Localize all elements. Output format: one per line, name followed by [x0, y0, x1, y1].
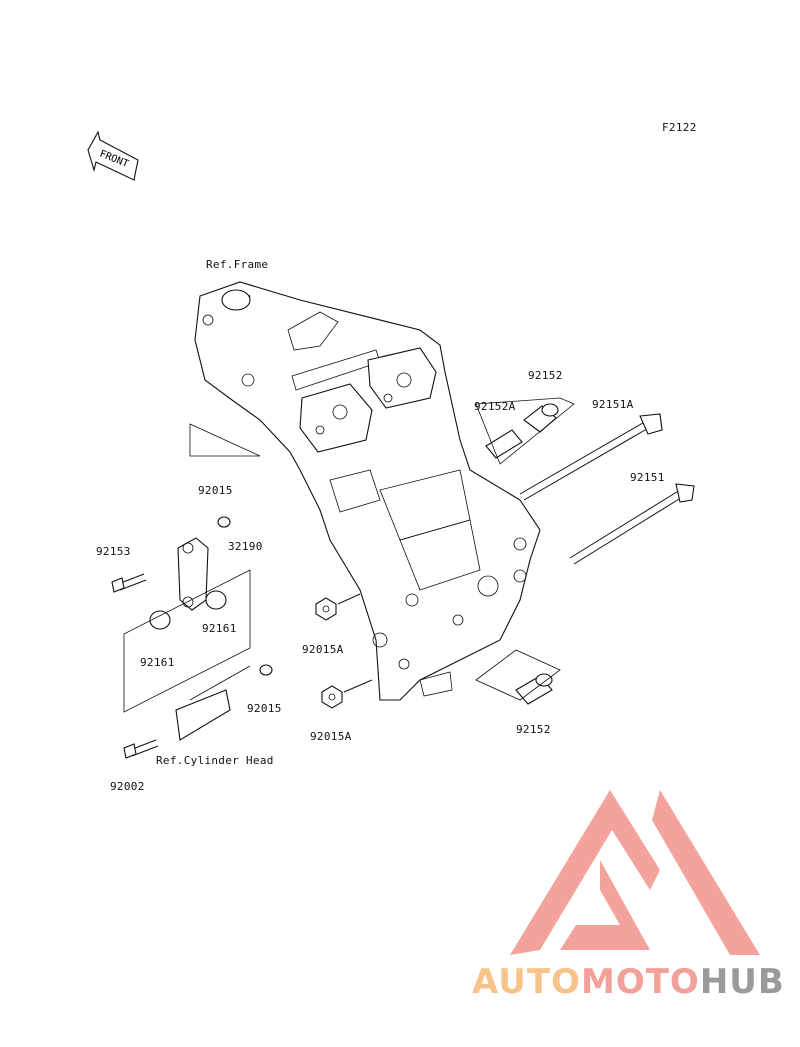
through-bolt-92151A	[519, 413, 663, 501]
part-92015-top: 92015	[198, 484, 233, 497]
watermark-hub: HUB	[699, 962, 785, 1002]
part-92161-left: 92161	[140, 656, 175, 669]
part-92015A-low: 92015A	[310, 730, 352, 743]
part-92152A: 92152A	[474, 400, 516, 413]
part-92002: 92002	[110, 780, 145, 793]
part-92015A-top: 92015A	[302, 643, 344, 656]
watermark-auto: AUTO	[472, 962, 581, 1002]
watermark-text: AUTOMOTOHUB	[472, 962, 785, 1002]
part-92152-top: 92152	[528, 369, 563, 382]
part-92153: 92153	[96, 545, 131, 558]
nut-92015A-top	[315, 597, 337, 621]
part-92161-right: 92161	[202, 622, 237, 635]
watermark-logo-icon	[510, 790, 760, 955]
front-arrow-icon: FRONT	[87, 130, 139, 181]
diagram-code: F2122	[662, 121, 697, 134]
part-32190: 32190	[228, 540, 263, 553]
bracket-assembly	[111, 423, 273, 759]
watermark-moto: MOTO	[580, 962, 700, 1002]
collar-92152-top	[523, 403, 559, 433]
part-92151: 92151	[630, 471, 665, 484]
nut-92015A-low	[321, 685, 343, 709]
ref-cylinder-head-label: Ref.Cylinder Head	[156, 754, 274, 767]
frame-drawing	[194, 281, 541, 701]
collar-92152A	[485, 429, 523, 459]
part-92152-low: 92152	[516, 723, 551, 736]
part-92015-low: 92015	[247, 702, 282, 715]
ref-frame-label: Ref.Frame	[206, 258, 269, 271]
part-92151A: 92151A	[592, 398, 634, 411]
through-bolt-92151	[569, 483, 695, 565]
